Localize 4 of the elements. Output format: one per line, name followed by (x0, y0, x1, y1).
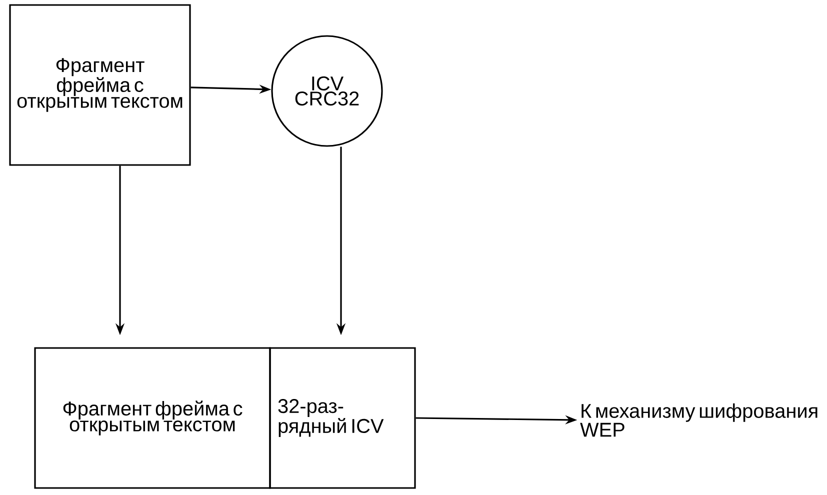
text-box: Фрагмент фрейма с открытым текстом (34, 347, 271, 489)
destination-text: К механизму шифрования WEP (580, 403, 818, 437)
text-box: 32-раз- рядный ICV (269, 347, 416, 489)
text-box: Фрагмент фрейма с открытым текстом (9, 4, 191, 166)
